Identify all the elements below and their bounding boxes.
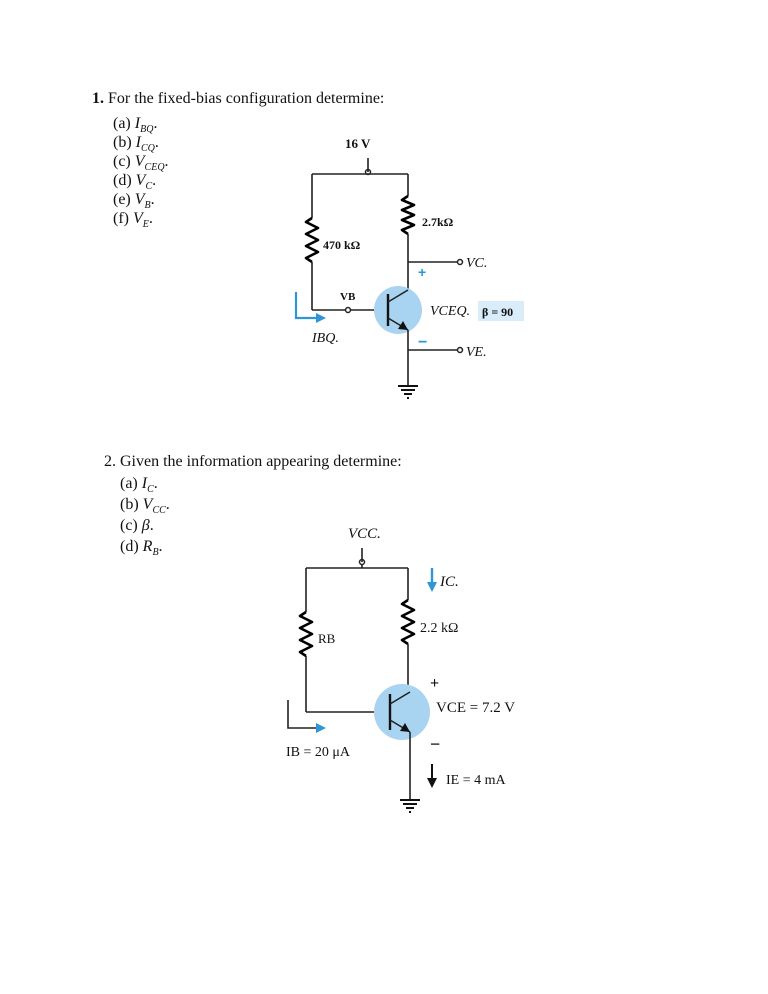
item-period: . bbox=[148, 210, 153, 227]
item-symbol: V bbox=[134, 191, 145, 208]
item-period: . bbox=[158, 538, 163, 555]
q1-transistor bbox=[374, 286, 422, 334]
q1-item: (a) IBQ. bbox=[113, 115, 157, 135]
q2-rb-label: RB bbox=[318, 631, 336, 646]
item-period: . bbox=[149, 517, 154, 534]
item-symbol: R bbox=[142, 538, 153, 555]
item-subscript: CC bbox=[152, 505, 166, 517]
item-letter: (d) bbox=[113, 172, 132, 189]
q2-prompt-text: Given the information appearing determin… bbox=[120, 453, 402, 470]
item-subscript: CQ bbox=[140, 143, 155, 155]
item-letter: (f) bbox=[113, 210, 129, 227]
item-letter: (b) bbox=[120, 496, 139, 513]
q2-supply-label: VCC. bbox=[348, 526, 381, 542]
q1-ibq-arrow bbox=[294, 292, 318, 320]
item-symbol: V bbox=[135, 172, 146, 189]
q1-beta-box bbox=[478, 301, 524, 321]
q1-vce-label: VCEQ. bbox=[430, 304, 470, 319]
q1-vc-label: VC. bbox=[466, 256, 487, 271]
q2-ground-icon bbox=[400, 799, 420, 813]
item-letter: (e) bbox=[113, 191, 131, 208]
q1-rb-label: 470 kΩ bbox=[323, 238, 361, 252]
q2-number: 2. bbox=[104, 453, 116, 470]
item-symbol: V bbox=[132, 210, 143, 227]
q2-item: (a) IC. bbox=[120, 475, 158, 495]
q2-ic-arrowhead bbox=[427, 582, 437, 592]
q1-ve-label: VE. bbox=[466, 345, 487, 360]
item-subscript: E bbox=[142, 219, 149, 231]
q1-minus-sign: − bbox=[418, 334, 427, 351]
item-letter: (a) bbox=[120, 475, 138, 492]
q2-ib-label: IB = 20 μA bbox=[286, 745, 351, 760]
q1-ve-terminal bbox=[456, 346, 464, 354]
q1-beta-label: β = 90 bbox=[482, 305, 513, 319]
q2-rc-resistor bbox=[400, 598, 416, 646]
item-subscript: C bbox=[145, 181, 153, 193]
q2-ic-label: IC. bbox=[439, 574, 459, 590]
item-period: . bbox=[154, 134, 159, 151]
q1-item: (b) ICQ. bbox=[113, 134, 159, 154]
q2-plus-sign: + bbox=[430, 675, 439, 692]
item-subscript: C bbox=[147, 484, 154, 496]
q2-transistor bbox=[374, 684, 430, 740]
item-period: . bbox=[150, 191, 155, 208]
item-subscript: B bbox=[152, 547, 159, 559]
q2-ie-label: IE = 4 mA bbox=[446, 773, 506, 788]
item-symbol: V bbox=[142, 496, 153, 513]
item-period: . bbox=[164, 153, 169, 170]
q1-number: 1. bbox=[92, 90, 104, 107]
q1-ibq-label: IBQ. bbox=[311, 331, 339, 346]
q1-item: (f) VE. bbox=[113, 210, 153, 230]
q2-ie-arrowhead bbox=[427, 778, 437, 788]
item-period: . bbox=[153, 475, 158, 492]
q1-rc-label: 2.7kΩ bbox=[422, 215, 454, 229]
item-period: . bbox=[165, 496, 170, 513]
item-letter: (c) bbox=[113, 153, 131, 170]
q1-prompt: 1. For the fixed-bias configuration dete… bbox=[92, 90, 384, 108]
q1-ibq-arrowhead bbox=[316, 313, 326, 323]
item-period: . bbox=[153, 115, 158, 132]
item-letter: (c) bbox=[120, 517, 138, 534]
item-symbol: I bbox=[141, 475, 148, 492]
item-subscript: B bbox=[144, 200, 151, 212]
q2-ib-arrow bbox=[287, 700, 318, 729]
item-subscript: CEQ bbox=[144, 162, 165, 174]
q1-ground-icon bbox=[398, 385, 418, 399]
item-subscript: BQ bbox=[140, 124, 154, 136]
q2-prompt: 2. Given the information appearing deter… bbox=[104, 453, 402, 471]
q1-plus-sign: + bbox=[418, 264, 426, 280]
q1-vb-label: VB bbox=[340, 291, 356, 303]
item-letter: (a) bbox=[113, 115, 131, 132]
q1-prompt-text: For the fixed-bias configuration determi… bbox=[108, 90, 385, 107]
item-symbol: V bbox=[134, 153, 145, 170]
q1-vb-terminal bbox=[344, 306, 352, 314]
q2-vce-label: VCE = 7.2 V bbox=[436, 700, 515, 716]
q2-rc-label: 2.2 kΩ bbox=[420, 621, 458, 636]
q1-item: (d) VC. bbox=[113, 172, 156, 192]
q1-item: (e) VB. bbox=[113, 191, 155, 211]
q2-ib-arrowhead bbox=[316, 723, 326, 733]
item-symbol: I bbox=[134, 115, 141, 132]
item-letter: (d) bbox=[120, 538, 139, 555]
q2-item: (b) VCC. bbox=[120, 496, 170, 516]
item-symbol: β bbox=[141, 517, 150, 534]
item-letter: (b) bbox=[113, 134, 132, 151]
q1-rc-resistor bbox=[400, 194, 416, 236]
q2-minus-sign: − bbox=[430, 734, 440, 754]
item-period: . bbox=[152, 172, 157, 189]
q2-item: (d) RB. bbox=[120, 538, 163, 558]
q2-rb-resistor bbox=[298, 610, 314, 658]
q1-supply-label: 16 V bbox=[345, 136, 371, 151]
q1-vc-terminal bbox=[456, 258, 464, 266]
item-symbol: I bbox=[135, 134, 141, 151]
q1-rb-resistor bbox=[304, 216, 320, 264]
q1-item: (c) VCEQ. bbox=[113, 153, 169, 173]
q2-item: (c) β. bbox=[120, 517, 154, 537]
